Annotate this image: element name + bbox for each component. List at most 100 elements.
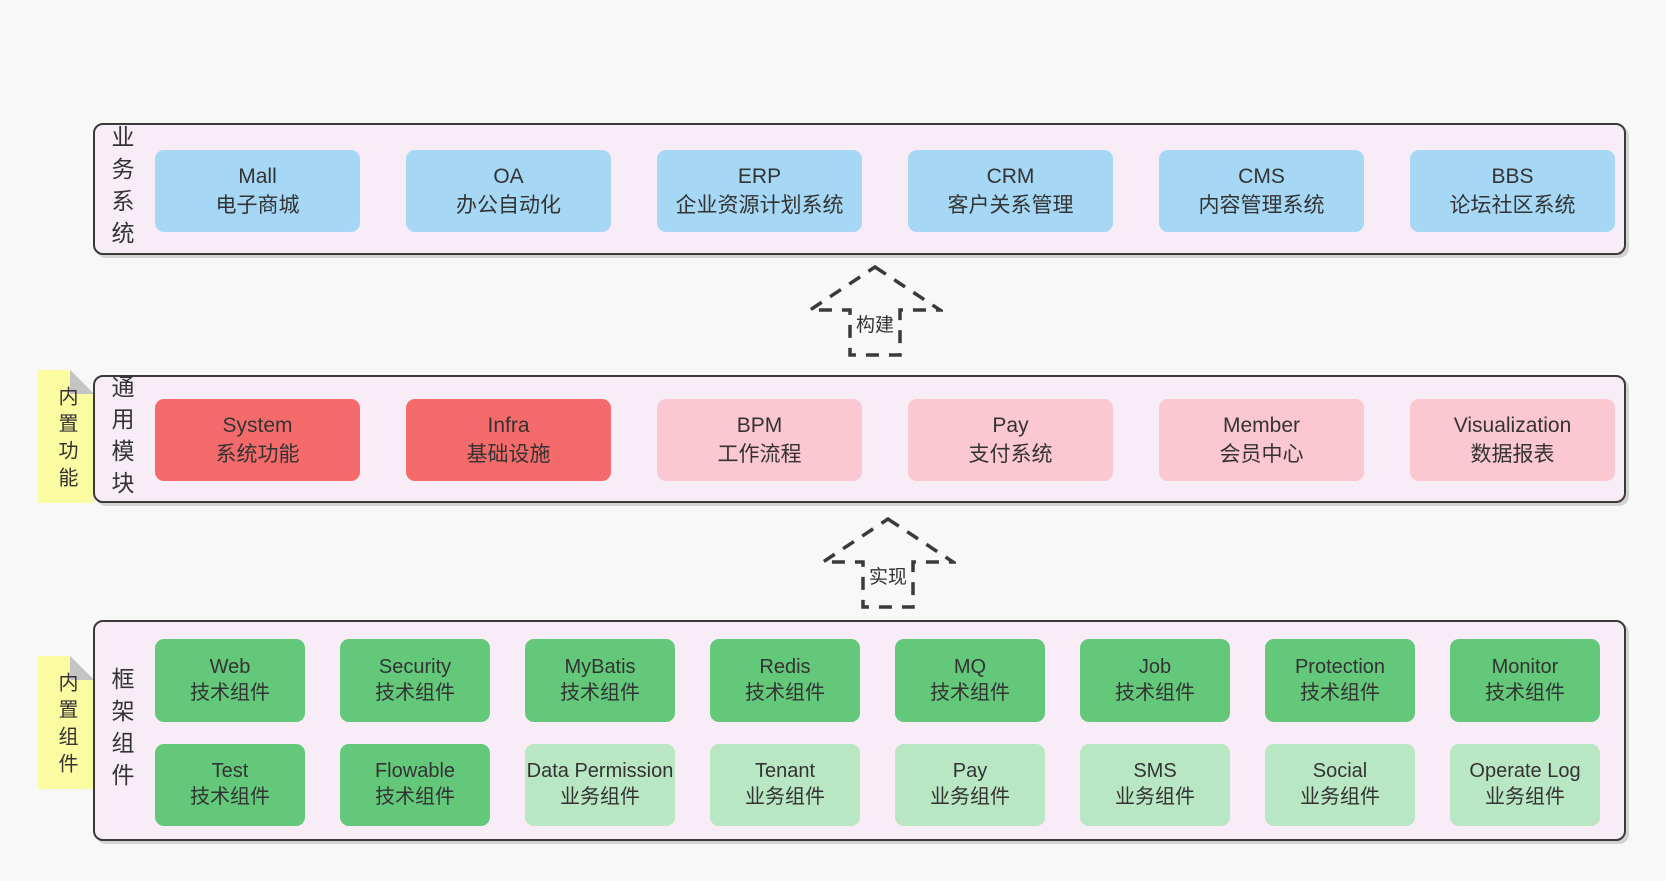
node-oa: OA 办公自动化 [406,150,611,232]
sticky-note-text: 内置组件 [55,672,77,780]
node-name: CRM [986,164,1035,188]
node-name: OA [493,164,524,188]
node-cms: CMS 内容管理系统 [1159,150,1364,232]
node-subtitle: 基础设施 [466,443,551,466]
arrow-implement-label: 实现 [866,562,910,589]
node-subtitle: 技术组件 [1300,681,1380,704]
business-node-row: Mall 电子商城 OA 办公自动化 ERP 企业资源计划系统 CRM 客户关系… [155,150,1615,232]
node-name: Social [1312,760,1368,783]
node-subtitle: 技术组件 [375,681,455,704]
node-name: Pay [992,413,1029,437]
node-name: MyBatis [564,655,636,678]
node-name: Monitor [1491,655,1559,678]
node-subtitle: 技术组件 [375,786,455,808]
arrow-implement: 实现 [820,516,956,610]
arrow-build: 构建 [807,264,943,358]
node-subtitle: 业务组件 [745,786,825,808]
node-security: Security 技术组件 [340,639,490,722]
node-pay-component: Pay 业务组件 [895,744,1045,826]
node-crm: CRM 客户关系管理 [908,150,1113,232]
components-node-row-1: Web 技术组件 Security 技术组件 MyBatis 技术组件 Redi… [155,639,1600,722]
sticky-note-builtin-features: 内置功能 [38,370,94,503]
node-monitor: Monitor 技术组件 [1450,639,1600,722]
node-name: Redis [759,655,811,678]
node-name: Job [1138,655,1172,678]
layer-label-components: 框架组件 [108,666,134,795]
node-name: Security [378,655,452,678]
node-name: SMS [1133,760,1177,783]
node-name: Member [1222,413,1301,437]
layer-label-modules: 通用模块 [108,375,134,503]
node-subtitle: 技术组件 [1485,681,1565,704]
node-mq: MQ 技术组件 [895,639,1045,722]
node-subtitle: 业务组件 [560,786,640,808]
node-pay: Pay 支付系统 [908,399,1113,481]
node-name: Tenant [754,760,816,783]
node-subtitle: 技术组件 [745,681,825,704]
node-name: MQ [953,655,987,678]
node-bpm: BPM 工作流程 [657,399,862,481]
layer-framework-components: 框架组件 Web 技术组件 Security 技术组件 MyBatis 技术组件… [93,620,1626,841]
node-subtitle: 技术组件 [190,786,270,808]
node-subtitle: 客户关系管理 [947,194,1074,217]
up-arrow-icon [820,516,956,609]
node-name: Protection [1294,655,1386,678]
node-subtitle: 电子商城 [215,194,300,217]
node-subtitle: 技术组件 [560,681,640,704]
node-social: Social 业务组件 [1265,744,1415,826]
arrow-build-label: 构建 [853,310,897,337]
up-arrow-icon [807,264,943,357]
node-redis: Redis 技术组件 [710,639,860,722]
node-subtitle: 业务组件 [930,786,1010,808]
modules-node-row: System 系统功能 Infra 基础设施 BPM 工作流程 Pay 支付系统… [155,399,1615,481]
layer-common-modules: 通用模块 System 系统功能 Infra 基础设施 BPM 工作流程 Pay… [93,375,1626,503]
node-subtitle: 内容管理系统 [1198,194,1325,217]
node-subtitle: 会员中心 [1219,443,1304,466]
node-web: Web 技术组件 [155,639,305,722]
node-mall: Mall 电子商城 [155,150,360,232]
folded-corner-icon [70,370,94,394]
node-subtitle: 支付系统 [968,443,1053,466]
folded-corner-icon [70,656,94,680]
node-name: ERP [737,164,782,188]
node-name: System [222,413,293,437]
node-sms: SMS 业务组件 [1080,744,1230,826]
node-subtitle: 工作流程 [717,443,802,466]
node-member: Member 会员中心 [1159,399,1364,481]
node-name: Operate Log [1469,760,1581,783]
sticky-note-builtin-components: 内置组件 [38,656,94,789]
node-name: CMS [1238,164,1285,188]
node-subtitle: 办公自动化 [456,194,561,217]
node-operate-log: Operate Log 业务组件 [1450,744,1600,826]
node-subtitle: 技术组件 [930,681,1010,704]
node-system: System 系统功能 [155,399,360,481]
node-protection: Protection 技术组件 [1265,639,1415,722]
node-name: Web [209,655,251,678]
node-job: Job 技术组件 [1080,639,1230,722]
node-subtitle: 数据报表 [1470,443,1555,466]
node-name: BBS [1491,164,1534,188]
node-subtitle: 技术组件 [190,681,270,704]
sticky-note-text: 内置功能 [55,386,77,494]
node-name: BPM [736,413,783,437]
layer-label-business: 业务系统 [108,125,134,253]
node-visualization: Visualization 数据报表 [1410,399,1615,481]
node-name: Pay [952,760,988,783]
layer-business-systems: 业务系统 Mall 电子商城 OA 办公自动化 ERP 企业资源计划系统 CRM… [93,123,1626,255]
node-subtitle: 业务组件 [1485,786,1565,808]
node-infra: Infra 基础设施 [406,399,611,481]
node-subtitle: 企业资源计划系统 [675,194,844,217]
node-test: Test 技术组件 [155,744,305,826]
node-bbs: BBS 论坛社区系统 [1410,150,1615,232]
node-data-permission: Data Permission 业务组件 [525,744,675,826]
node-name: Infra [487,413,530,437]
components-node-row-2: Test 技术组件 Flowable 技术组件 Data Permission … [155,744,1600,826]
node-flowable: Flowable 技术组件 [340,744,490,826]
node-subtitle: 技术组件 [1115,681,1195,704]
node-name: Flowable [374,760,456,783]
node-subtitle: 业务组件 [1115,786,1195,808]
node-name: Data Permission [526,760,674,783]
node-tenant: Tenant 业务组件 [710,744,860,826]
node-name: Visualization [1453,413,1572,437]
